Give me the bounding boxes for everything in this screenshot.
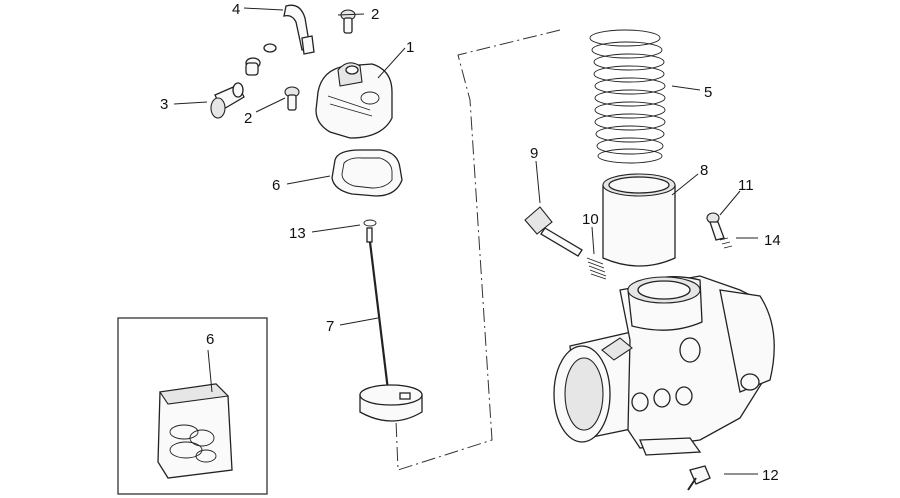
part-6-gasket [331,149,403,197]
callout-11: 11 [738,177,754,194]
callout-12: 12 [762,467,779,484]
callout-6-gasket: 6 [272,177,280,194]
callout-2-lower: 2 [244,110,252,127]
part-1-top-cover [315,62,393,139]
assembly-guide-line [395,29,561,471]
carburetor-body [553,275,775,456]
part-11-screw [706,212,725,241]
callout-10: 10 [582,211,599,228]
callout-2-top: 2 [371,6,379,23]
part-4-vent-tube [283,4,315,55]
part-2-screw-lower [284,86,300,111]
part-14-spring [719,237,733,249]
callout-1: 1 [406,39,414,56]
callout-6-kit: 6 [206,331,214,348]
part-13-clip [363,219,377,227]
part-ring-small [245,43,277,76]
part-2-screw-top [340,9,356,34]
part-7-needle [366,227,390,391]
gasket-kit-inset [117,317,268,495]
callout-8: 8 [700,162,708,179]
part-12-drain-screw [687,465,711,491]
callout-13: 13 [289,225,306,242]
callout-7: 7 [326,318,334,335]
part-3-fitting [210,82,245,119]
part-5-spring [589,29,666,164]
callout-9: 9 [530,145,538,162]
part-10-small-spring [586,257,607,280]
part-8-sleeve [602,173,676,267]
callout-14: 14 [764,232,781,249]
part-7-throttle-valve [359,384,423,422]
callout-5: 5 [704,84,712,101]
callout-4: 4 [232,1,240,18]
leader-lines [173,7,758,475]
callout-3: 3 [160,96,168,113]
part-9-adjust-screw [524,206,583,257]
